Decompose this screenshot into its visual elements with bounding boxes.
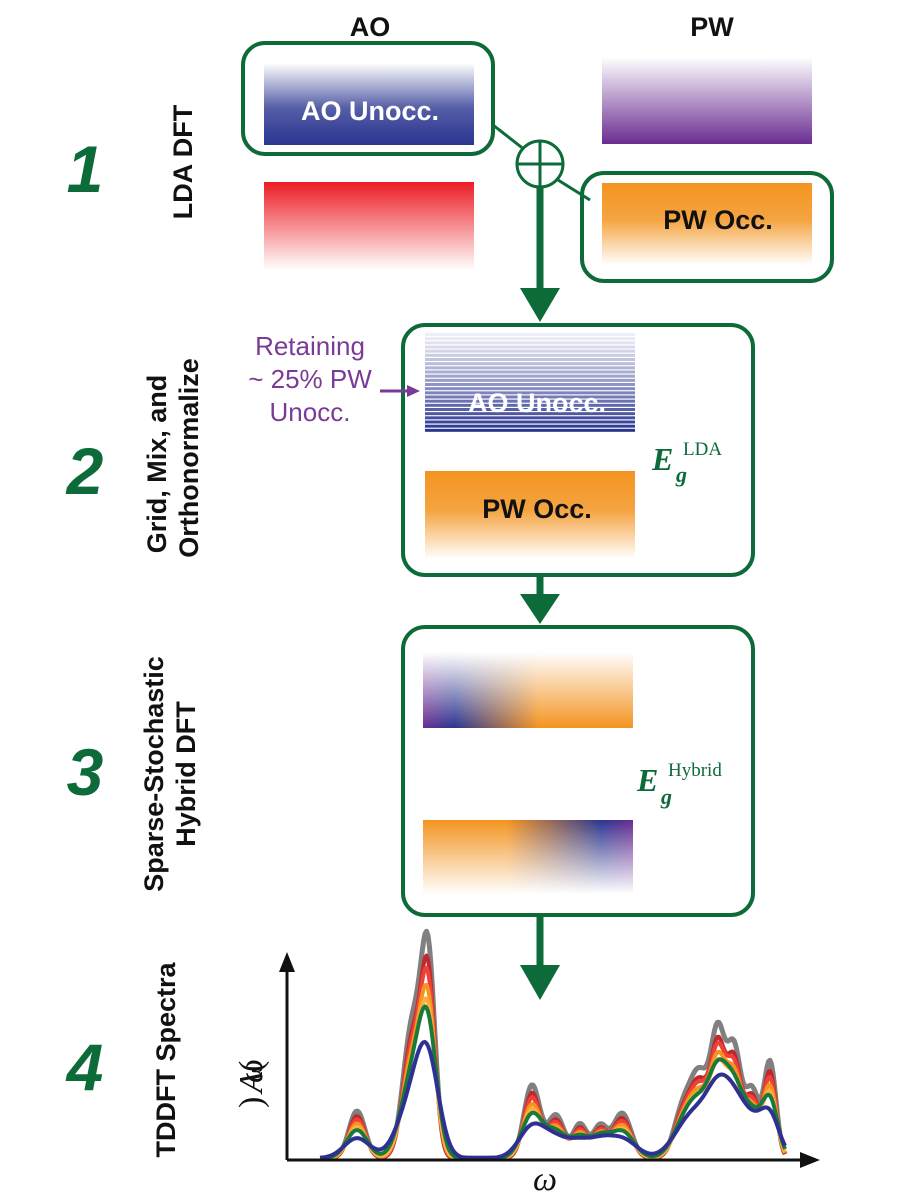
ao-unocc-grid-band: [425, 333, 635, 432]
grid-stripe: [425, 337, 635, 341]
grid-stripe: [425, 353, 635, 357]
grid-stripe: [425, 403, 635, 407]
step-number-4: 4: [65, 1030, 104, 1104]
spectra-plot: A ( ω ) ω: [233, 928, 820, 1198]
grid-stripe: [425, 341, 635, 345]
pw-occ-band: [602, 183, 812, 265]
step-label-2-line2: Orthonormalize: [174, 358, 204, 558]
lda-gap-subscript: g: [675, 462, 687, 487]
pw-occ-highlight-box: [580, 171, 834, 283]
connector-ao: [492, 123, 526, 152]
y-axis-label: A ( ω ): [233, 1059, 270, 1108]
ao-column-header: AO: [350, 12, 391, 42]
y-axis-label-paren-close: ): [233, 1097, 270, 1108]
grid-stripe: [425, 399, 635, 403]
lda-gap-superscript: LDA: [683, 439, 722, 460]
step-label-2-line1: Grid, Mix, and: [142, 375, 172, 554]
grid-stripe: [425, 370, 635, 374]
x-axis: [287, 1152, 820, 1168]
grid-stripe: [425, 428, 635, 432]
grid-stripe: [425, 412, 635, 416]
pw-column-header: PW: [690, 12, 734, 42]
step1-group: AO Unocc. PW Occ.: [241, 41, 834, 322]
ao-unocc-band: [264, 63, 474, 145]
grid-stripe: [425, 358, 635, 361]
grid-stripe: [425, 383, 635, 386]
step2-pw-occ-label: PW Occ.: [482, 494, 592, 524]
connector-pw: [557, 178, 591, 202]
retain-annotation-arrow: [380, 385, 420, 397]
hybrid-gap-subscript: g: [660, 784, 672, 809]
step-label-1: LDA DFT: [168, 104, 198, 219]
hybrid-band-lower-fade: [423, 820, 633, 894]
step-number-3: 3: [67, 735, 104, 809]
grid-stripe: [425, 387, 635, 391]
step2-pw-occ-band: [425, 471, 635, 559]
grid-stripe: [425, 374, 635, 378]
pw-unocc-band: [602, 57, 812, 144]
hybrid-gap-label: E g Hybrid: [636, 760, 722, 809]
arrow-2-to-3: [520, 575, 560, 624]
grid-stripe: [425, 391, 635, 395]
y-axis: [279, 952, 295, 1160]
y-axis-label-func: A: [233, 1072, 270, 1095]
step-label-4: TDDFT Spectra: [151, 962, 181, 1158]
grid-stripe: [425, 408, 635, 411]
step2-group: AO Unocc. PW Occ. E g LDA Retaining ~ 25…: [248, 323, 755, 624]
step2-ao-unocc-label: AO Unocc.: [468, 388, 606, 418]
step-label-3-line1: Sparse-Stochastic: [139, 656, 169, 892]
step-number-2: 2: [65, 434, 104, 508]
pw-occ-label: PW Occ.: [663, 205, 773, 235]
spectrum-curve: [319, 1040, 787, 1160]
grid-stripe: [425, 366, 635, 370]
step3-group: E g Hybrid: [401, 625, 755, 1000]
ao-occ-band: [264, 182, 474, 270]
grid-stripe: [425, 345, 635, 349]
hybrid-gap-superscript: Hybrid: [668, 760, 722, 781]
x-axis-label: ω: [533, 1161, 557, 1198]
grid-stripe: [425, 362, 635, 366]
retain-annotation-line1: Retaining: [255, 331, 365, 361]
spectra-curves: [319, 928, 788, 1161]
y-axis-label-paren-open: (: [233, 1061, 270, 1072]
step-label-3-line2: Hybrid DFT: [171, 701, 201, 847]
retain-annotation-line3: Unocc.: [270, 397, 351, 427]
direct-sum-icon: [515, 139, 565, 189]
grid-stripe: [425, 333, 635, 336]
retain-annotation-line2: ~ 25% PW: [248, 364, 372, 394]
grid-stripe: [425, 416, 635, 420]
grid-stripe: [425, 420, 635, 424]
hybrid-gap-symbol: E: [636, 762, 658, 798]
grid-stripe: [425, 349, 635, 353]
grid-stripe: [425, 378, 635, 382]
lda-gap-symbol: E: [651, 441, 673, 477]
y-axis-label-arg: ω: [233, 1059, 270, 1083]
grid-stripe: [425, 395, 635, 399]
grid-stripe: [425, 424, 635, 428]
step-number-1: 1: [67, 132, 104, 206]
lda-gap-label: E g LDA: [651, 439, 722, 487]
ao-unocc-label: AO Unocc.: [301, 96, 439, 126]
arrow-1-to-2: [520, 187, 560, 322]
arrow-3-to-4: [520, 915, 560, 1000]
ao-unocc-highlight-box: [241, 41, 495, 156]
hybrid-band-upper-fade: [423, 652, 633, 728]
